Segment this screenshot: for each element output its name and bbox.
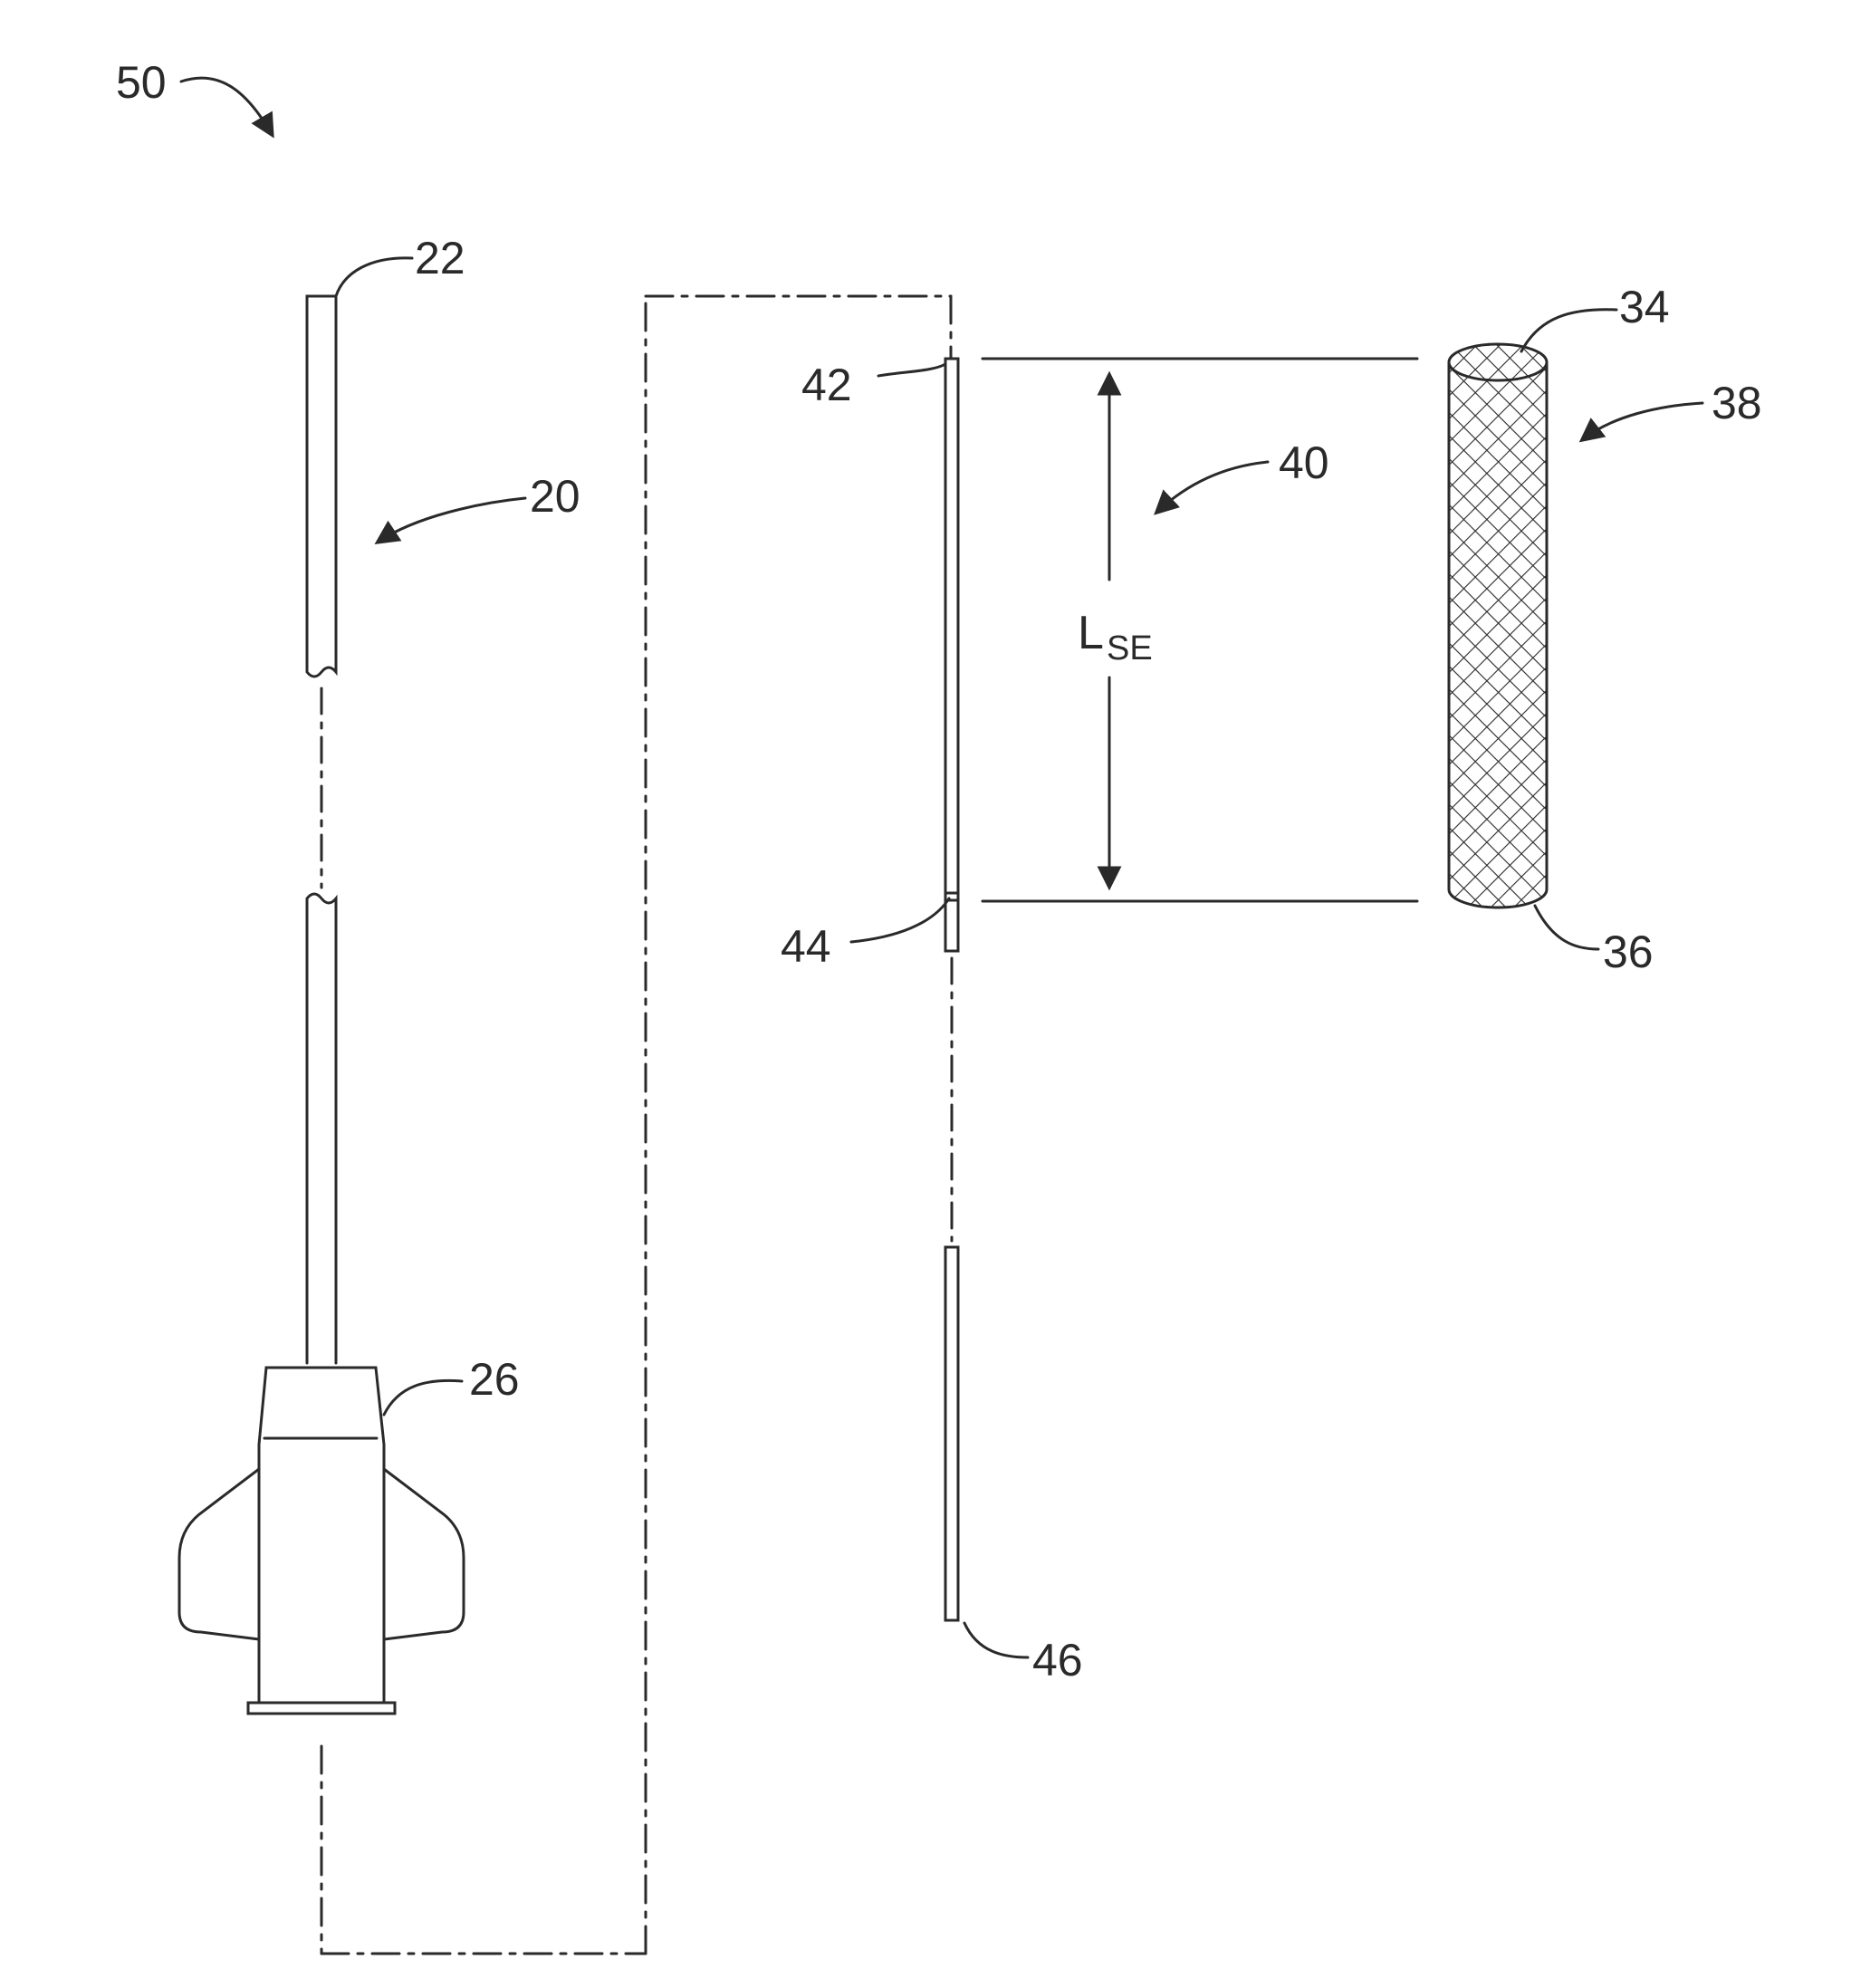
label-22: 22 (415, 233, 465, 283)
dimension-label-main: L (1078, 607, 1104, 659)
label-26: 26 (469, 1354, 520, 1405)
label-46: 46 (1032, 1635, 1083, 1685)
needle-assembly-20 (179, 296, 464, 1714)
connector-dash-path (321, 296, 951, 1954)
label-38: 38 (1712, 378, 1762, 428)
label-40: 40 (1279, 437, 1329, 488)
label-36: 36 (1603, 927, 1654, 977)
label-42: 42 (801, 360, 852, 410)
label-20: 20 (530, 471, 580, 522)
dimension-lse (983, 359, 1417, 901)
dimension-label-sub: SE (1107, 629, 1153, 667)
leader-lines (336, 258, 1616, 1657)
label-44: 44 (781, 921, 831, 972)
label-50: 50 (116, 57, 167, 108)
stent-38 (1449, 344, 1547, 908)
pointer-50 (181, 78, 272, 134)
label-34: 34 (1619, 282, 1670, 332)
stylet-40 (945, 359, 958, 1620)
